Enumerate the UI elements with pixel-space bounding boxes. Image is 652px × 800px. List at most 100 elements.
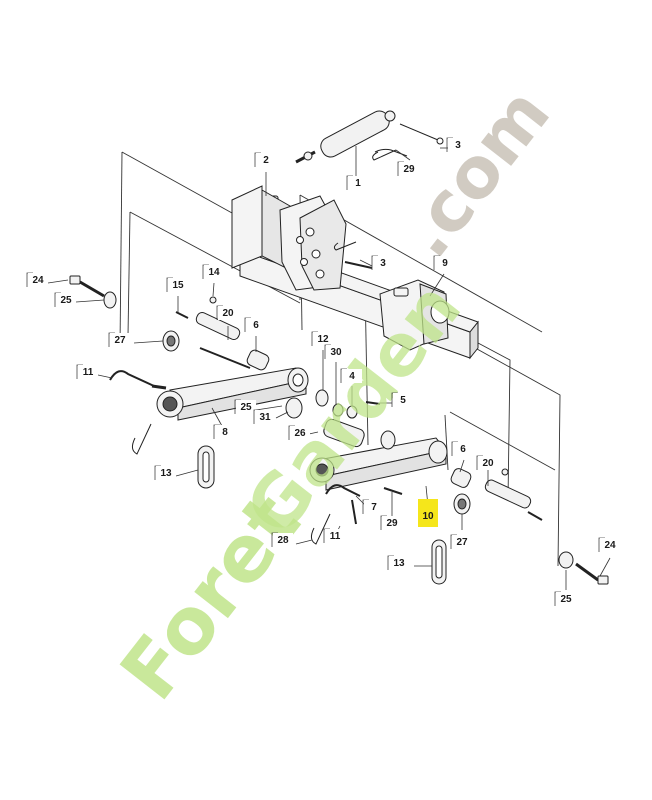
callout-number: 10 — [422, 511, 434, 522]
callout-label-15: 15 — [166, 277, 188, 292]
callout-box — [342, 369, 362, 383]
callout-number: 4 — [349, 371, 355, 382]
callout-label-14: 14 — [202, 264, 224, 279]
callout-label-8: 8 — [213, 424, 235, 439]
callout-label-20a: 20 — [216, 305, 238, 320]
callout-label-29a: 29 — [397, 161, 419, 176]
left-lower-link-arm — [156, 367, 309, 421]
callout-label-25a: 25 — [54, 292, 76, 307]
callout-label-27a: 27 — [108, 332, 130, 347]
callout-label-24a: 24 — [26, 272, 48, 287]
callout-box — [156, 466, 176, 480]
callout-box — [110, 333, 130, 347]
callout-box — [452, 535, 472, 549]
callout-number: 5 — [400, 395, 406, 406]
callout-number: 20 — [222, 308, 234, 319]
callout-label-24b: 24 — [598, 537, 620, 552]
callout-label-11b: 11 — [323, 528, 345, 543]
callout-box — [256, 153, 276, 167]
callout-number: 24 — [32, 275, 44, 286]
right-lower-link-arm — [309, 437, 448, 491]
callout-box — [453, 442, 473, 456]
callout-box — [204, 265, 224, 279]
callout-box — [326, 345, 346, 359]
callout-number: 27 — [456, 537, 468, 548]
callout-number: 8 — [222, 427, 228, 438]
callout-number: 25 — [240, 402, 252, 413]
callout-box — [389, 556, 409, 570]
callout-number: 15 — [172, 280, 184, 291]
callout-label-10: 10 — [418, 499, 438, 527]
callout-number: 3 — [455, 140, 461, 151]
callout-label-26: 26 — [288, 425, 310, 440]
callout-label-5: 5 — [391, 392, 413, 407]
callout-box — [56, 293, 76, 307]
callout-box — [255, 410, 275, 424]
callout-box — [600, 538, 620, 552]
callout-label-28: 28 — [271, 532, 293, 547]
callout-box — [168, 278, 188, 292]
callout-number: 1 — [355, 178, 361, 189]
callout-number: 25 — [60, 295, 72, 306]
callout-label-3b: 3 — [371, 255, 393, 270]
callout-number: 11 — [330, 531, 341, 542]
callout-box — [218, 306, 238, 320]
callout-label-7: 7 — [362, 499, 384, 514]
callout-number: 11 — [83, 367, 94, 378]
callout-label-25c: 25 — [554, 591, 576, 606]
callout-box — [325, 529, 345, 543]
callout-label-3a: 3 — [446, 137, 468, 152]
callout-number: 29 — [386, 518, 398, 529]
callout-box — [373, 256, 393, 270]
callout-label-20b: 20 — [476, 455, 498, 470]
callout-number: 7 — [371, 502, 377, 513]
callout-label-9: 9 — [433, 255, 455, 270]
callout-number: 28 — [277, 535, 289, 546]
callout-number: 25 — [560, 594, 572, 605]
callout-label-1: 1 — [346, 175, 368, 190]
callout-label-12: 12 — [311, 331, 333, 346]
callout-number: 6 — [460, 444, 466, 455]
callout-box — [215, 425, 235, 439]
callout-box — [348, 176, 368, 190]
callout-label-4: 4 — [340, 368, 362, 383]
callout-number: 13 — [160, 468, 172, 479]
callout-box — [556, 592, 576, 606]
callout-label-13b: 13 — [387, 555, 409, 570]
callout-box — [448, 138, 468, 152]
callout-number: 6 — [253, 320, 259, 331]
hydraulic-cylinder-part — [295, 110, 444, 164]
callout-box — [313, 332, 333, 346]
callout-label-2: 2 — [254, 152, 276, 167]
callout-number: 24 — [604, 540, 616, 551]
callout-box — [364, 500, 384, 514]
callout-label-30: 30 — [324, 344, 346, 359]
callout-label-27b: 27 — [450, 534, 472, 549]
callout-number: 30 — [330, 347, 342, 358]
callout-number: 29 — [403, 164, 415, 175]
callout-label-13a: 13 — [154, 465, 176, 480]
part-callout-labels: 1233456678910111112131314152020242425252… — [26, 137, 620, 606]
callout-box — [246, 318, 266, 332]
callout-highlight-box — [418, 499, 438, 527]
callout-label-6b: 6 — [451, 441, 473, 456]
callout-number: 13 — [393, 558, 405, 569]
callout-box — [78, 365, 98, 379]
callout-label-11a: 11 — [76, 364, 98, 379]
callout-box — [393, 393, 413, 407]
callout-box — [273, 533, 293, 547]
callout-box — [290, 426, 310, 440]
callout-number: 20 — [482, 458, 494, 469]
callout-label-6a: 6 — [244, 317, 266, 332]
callout-number: 12 — [317, 334, 329, 345]
callout-number: 2 — [263, 155, 269, 166]
callout-number: 27 — [114, 335, 126, 346]
callout-number: 14 — [208, 267, 220, 278]
callout-label-31: 31 — [253, 409, 275, 424]
split-pin-parts — [333, 149, 397, 269]
callout-box — [236, 400, 256, 414]
callout-box — [435, 256, 455, 270]
callout-number: 31 — [259, 412, 271, 423]
